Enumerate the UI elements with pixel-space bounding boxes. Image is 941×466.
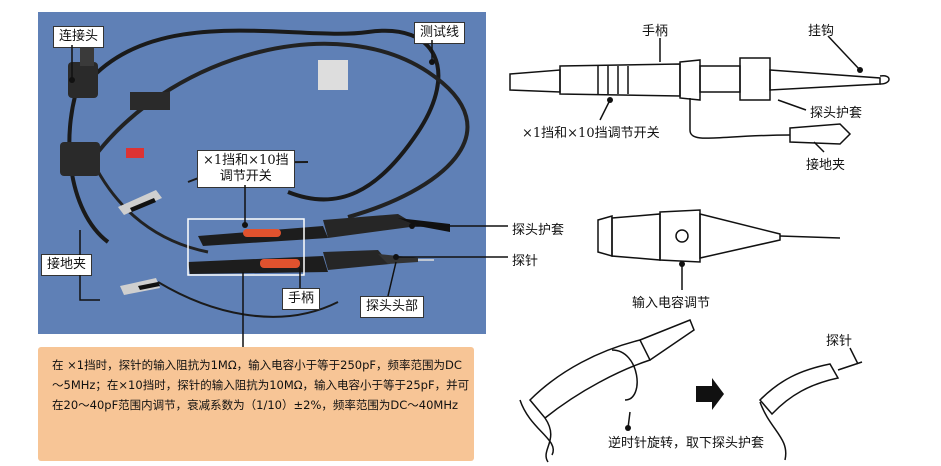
handle-label: 手柄 <box>282 288 321 310</box>
diagram-probe-sleeve-label: 探头护套 <box>810 106 863 121</box>
switch-label: ×1挡和×10挡 调节开关 <box>197 150 295 188</box>
diagram-ground-clip-label: 接地夹 <box>806 158 846 173</box>
remove-sleeve-caption: 逆时针旋转，取下探头护套 <box>608 436 765 451</box>
diagram-probe-tip-label: 探针 <box>826 334 853 349</box>
ground-clip-label: 接地夹 <box>41 254 93 276</box>
capacitance-adjust-label: 输入电容调节 <box>632 296 711 311</box>
spec-note: 在 ×1挡时，探针的输入阻抗为1MΩ，输入电容小于等于250pF，频率范围为DC… <box>38 347 474 461</box>
diagram-handle-label: 手柄 <box>642 24 669 39</box>
probe-head-label: 探头头部 <box>360 296 425 318</box>
next-step-arrow-icon <box>696 378 724 410</box>
probe-sleeve-side-label: 探头护套 <box>512 223 565 238</box>
diagram-switch-label: ×1挡和×10挡调节开关 <box>522 126 660 141</box>
probe-tip-side-label: 探针 <box>512 254 539 269</box>
probe-photo-drawing <box>60 28 470 318</box>
diagram-hook-label: 挂钩 <box>808 24 835 39</box>
spec-note-text: 在 ×1挡时，探针的输入阻抗为1MΩ，输入电容小于等于250pF，频率范围为DC… <box>52 358 470 412</box>
connector-label: 连接头 <box>53 26 105 48</box>
probe-photo <box>38 12 486 334</box>
test-lead-label: 测试线 <box>414 22 466 44</box>
